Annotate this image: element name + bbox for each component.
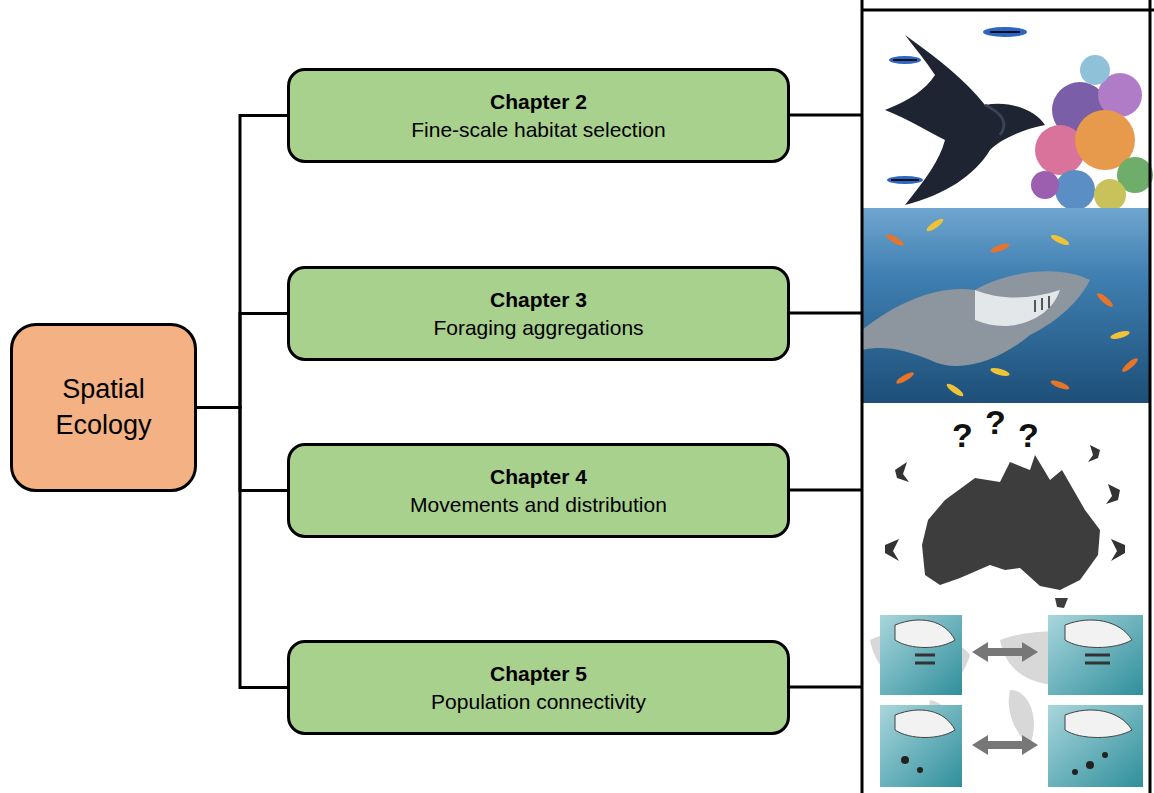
chapter-topic: Population connectivity [431, 688, 646, 715]
chapter-number: Chapter 2 [490, 88, 587, 115]
tree-connector [197, 408, 287, 491]
chapter-box: Chapter 5Population connectivity [287, 640, 790, 735]
tree-connector [197, 116, 287, 408]
tree-connector [197, 408, 287, 688]
leader-lines [790, 115, 862, 687]
chapter-number: Chapter 4 [490, 463, 587, 490]
question-mark: ? [1018, 418, 1039, 452]
australia-map-picture [885, 445, 1125, 608]
root-box: Spatial Ecology [10, 323, 197, 492]
foraging-picture [862, 208, 1150, 403]
question-mark: ? [985, 405, 1006, 439]
panel-frame [862, 0, 1154, 793]
chapter-topic: Fine-scale habitat selection [411, 116, 665, 143]
question-mark: ? [952, 418, 973, 452]
chapter-box: Chapter 4Movements and distribution [287, 443, 790, 538]
root-title: Spatial Ecology [39, 372, 169, 442]
chapter-topic: Foraging aggregations [433, 314, 643, 341]
chapter-number: Chapter 3 [490, 286, 587, 313]
manta-reef-picture [885, 27, 1153, 211]
chapter-topic: Movements and distribution [410, 491, 667, 518]
tree-connector [197, 314, 287, 408]
chapter-box: Chapter 3Foraging aggregations [287, 266, 790, 361]
connectivity-picture [870, 615, 1143, 787]
chapter-box: Chapter 2Fine-scale habitat selection [287, 68, 790, 163]
chapter-number: Chapter 5 [490, 660, 587, 687]
